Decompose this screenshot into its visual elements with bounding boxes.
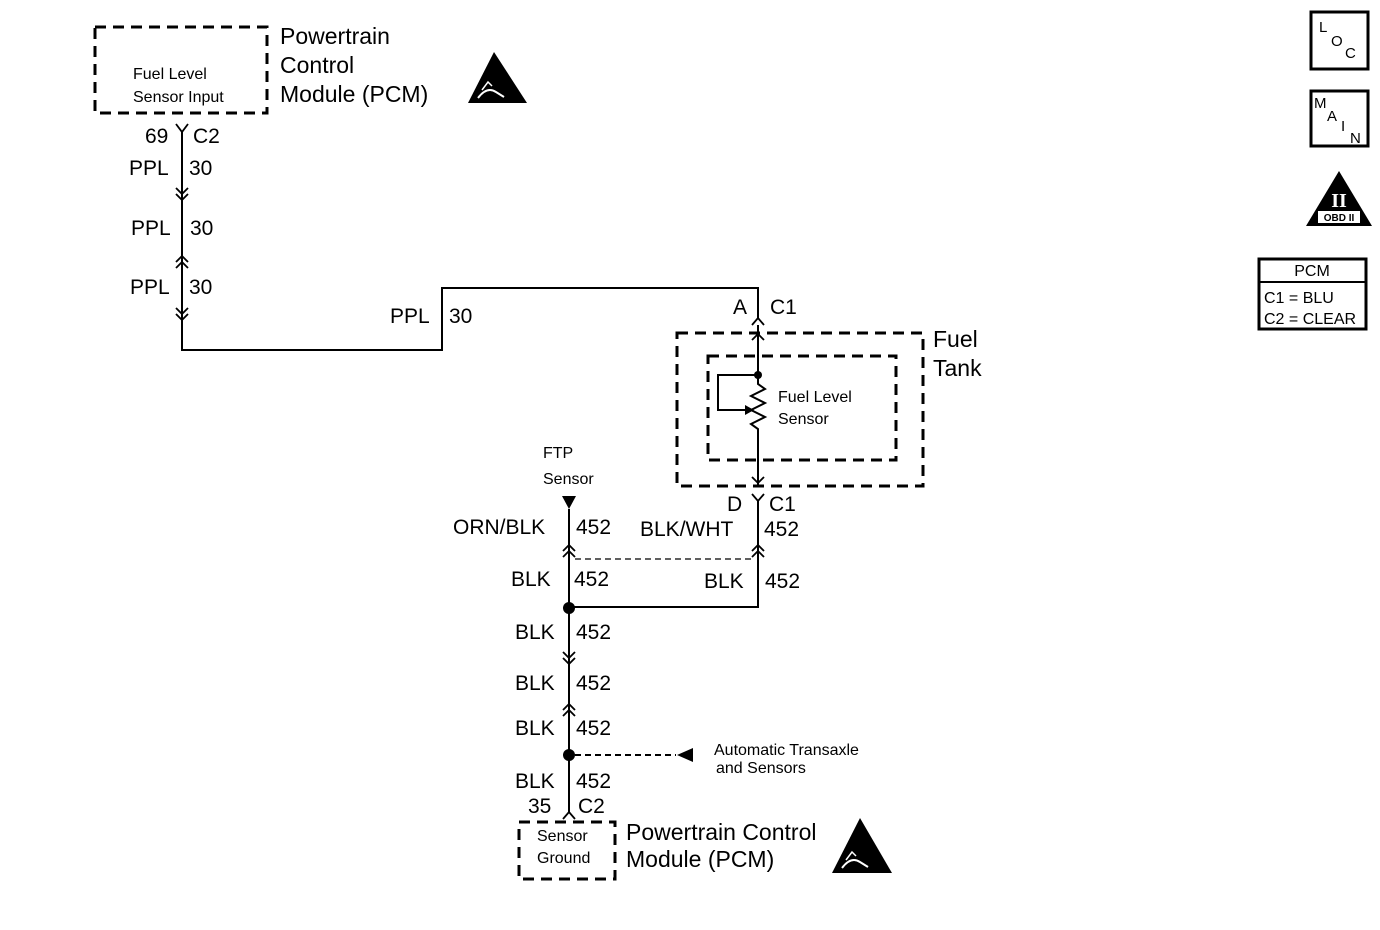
blk-4-color: BLK — [515, 672, 555, 695]
fuel-tank-box — [675, 331, 925, 488]
wiper-arrow-icon — [745, 405, 754, 415]
sensor-ground-label-2: Ground — [537, 850, 590, 867]
fuel-level-sensor-resistor-icon — [748, 375, 768, 486]
svg-text:A: A — [1327, 108, 1337, 125]
fuel-tank-inner-chevron-bottom — [751, 476, 765, 485]
svg-text:C: C — [1345, 45, 1356, 62]
fuel-tank-top-connector: C1 — [770, 296, 797, 319]
fuel-level-sensor-label-2: Sensor — [778, 411, 829, 428]
fuel-level-sensor-label-1: Fuel Level — [778, 389, 852, 406]
fuel-tank-title-2: Tank — [933, 355, 982, 381]
pcm-input-label-2: Sensor Input — [133, 89, 224, 106]
svg-text:O: O — [1331, 33, 1343, 50]
orn-blk-connector — [562, 543, 576, 558]
pcm-top-title-3: Module (PCM) — [280, 81, 428, 107]
esd-warning-icon — [832, 818, 892, 873]
ground-splice-dot-1 — [563, 602, 575, 614]
blk-3-color: BLK — [515, 621, 555, 644]
ppl-connector-1 — [175, 187, 189, 202]
pcm-bottom-title-1: Powertrain Control — [626, 819, 816, 845]
pcm-bottom-title-2: Module (PCM) — [626, 846, 774, 872]
svg-text:M: M — [1314, 95, 1327, 112]
ppl-wire-color-4: PPL — [390, 305, 430, 328]
transaxle-arrow-icon — [677, 748, 693, 762]
pcm-bottom: 35 C2 Sensor Ground Powertrain Control M… — [517, 795, 892, 881]
ftp-sensor-label-2: Sensor — [543, 471, 594, 488]
blk-wht-color: BLK/WHT — [640, 518, 734, 541]
pcm-bottom-connector: C2 — [578, 795, 605, 818]
right-blk-color: BLK — [704, 570, 744, 593]
ftp-sensor-label-1: FTP — [543, 445, 573, 462]
pcm-table-row-1: C1 = BLU — [1264, 290, 1334, 307]
fuel-tank-bottom-connector: C1 — [769, 493, 796, 516]
ppl-wire-color-2: PPL — [131, 217, 171, 240]
pcm-top-box — [93, 25, 269, 115]
pcm-bottom-pin: 35 — [528, 795, 551, 818]
ppl-connector-2 — [175, 254, 189, 269]
sensor-ground-label-1: Sensor — [537, 828, 588, 845]
ppl-connector-3 — [175, 307, 189, 322]
blk-connector-down — [562, 651, 576, 666]
ftp-sensor-arrow-icon — [562, 496, 576, 509]
blk-5-color: BLK — [515, 717, 555, 740]
sensor-ground-box — [517, 820, 617, 881]
obd-numeral: II — [1331, 190, 1347, 212]
pcm-top-terminal — [175, 123, 189, 134]
svg-text:N: N — [1350, 130, 1361, 147]
pcm-top: Fuel Level Sensor Input Powertrain Contr… — [93, 23, 527, 148]
blk-5-circuit: 452 — [576, 717, 611, 740]
transaxle-label-2: and Sensors — [716, 760, 806, 777]
pcm-table-header: PCM — [1294, 263, 1330, 280]
ppl-wire: PPL 30 PPL 30 PPL 30 PPL 30 — [129, 132, 759, 351]
fuel-tank-inner-chevron-top — [751, 332, 765, 341]
ppl-wire-circuit-3: 30 — [189, 276, 212, 299]
pcm-top-pin: 69 — [145, 125, 168, 148]
pcm-connector-table: PCM C1 = BLU C2 = CLEAR — [1257, 257, 1368, 331]
main-button[interactable]: M A I N — [1309, 89, 1370, 148]
blk-4-circuit: 452 — [576, 672, 611, 695]
svg-text:I: I — [1341, 118, 1345, 135]
blk-6-circuit: 452 — [576, 770, 611, 793]
ppl-wire-circuit-1: 30 — [189, 157, 212, 180]
pcm-bottom-terminal — [562, 810, 576, 820]
orn-blk-circuit: 452 — [576, 516, 611, 539]
ppl-wire-color-1: PPL — [129, 157, 169, 180]
fuel-level-sensor-wiper — [717, 374, 758, 411]
right-blk-circuit: 452 — [765, 570, 800, 593]
ppl-wire-circuit-4: 30 — [449, 305, 472, 328]
left-blk-circuit: 452 — [574, 568, 609, 591]
fuel-tank-top-pin: A — [733, 296, 747, 319]
fuel-tank-title-1: Fuel — [933, 326, 978, 352]
ground-circuit: FTP Sensor Automatic Transaxle and Senso… — [453, 445, 859, 812]
left-blk-color: BLK — [511, 568, 551, 591]
esd-warning-icon — [468, 52, 527, 103]
blk-connector-up — [562, 702, 576, 717]
blk-wht-connector — [751, 543, 765, 558]
transaxle-label-1: Automatic Transaxle — [714, 742, 859, 759]
fuel-level-sensor-box — [706, 354, 898, 462]
fuel-tank: A C1 Fuel Tank Fuel Level Sensor D C1 — [675, 296, 982, 516]
obd-text: OBD II — [1324, 213, 1355, 224]
blk-6-color: BLK — [515, 770, 555, 793]
loc-button[interactable]: L O C — [1309, 10, 1370, 71]
pcm-top-title-1: Powertrain — [280, 23, 390, 49]
pcm-top-connector: C2 — [193, 125, 220, 148]
fuel-tank-bottom-pin: D — [727, 493, 742, 516]
blk-wht-circuit: 452 — [764, 518, 799, 541]
ground-splice-dot-2 — [563, 749, 575, 761]
svg-text:L: L — [1319, 19, 1327, 36]
blk-3-circuit: 452 — [576, 621, 611, 644]
orn-blk-color: ORN/BLK — [453, 516, 545, 539]
pcm-input-label-1: Fuel Level — [133, 66, 207, 83]
fuel-tank-top-terminal — [751, 316, 765, 326]
pcm-table-row-2: C2 = CLEAR — [1264, 311, 1356, 328]
pcm-top-title-2: Control — [280, 52, 354, 78]
obd-ii-button[interactable]: II OBD II — [1306, 171, 1372, 226]
ppl-wire-color-3: PPL — [130, 276, 170, 299]
fuel-tank-bottom-terminal — [751, 493, 765, 503]
ppl-wire-circuit-2: 30 — [190, 217, 213, 240]
